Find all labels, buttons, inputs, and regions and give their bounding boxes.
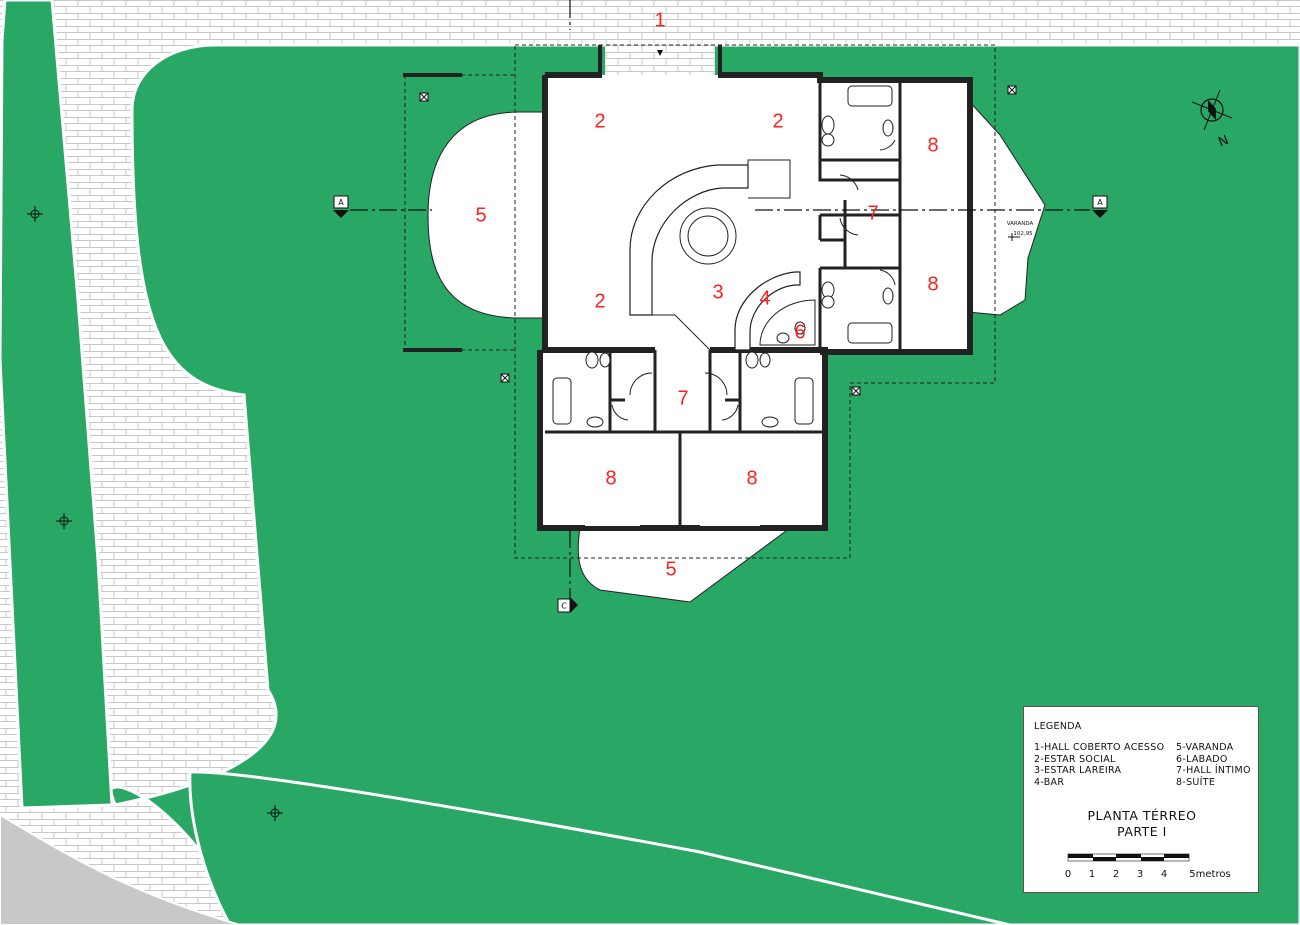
varanda-level: 102,95 [1013,231,1033,237]
sink-ne [882,119,894,137]
toilet-ne [821,115,835,135]
bathtub-se [794,377,814,425]
sink-sw [586,416,604,428]
legend-box: LEGENDA 1-HALL COBERTO ACESSO 2-ESTAR SO… [1023,706,1259,893]
legend-left-column: 1-HALL COBERTO ACESSO 2-ESTAR SOCIAL 3-E… [1034,742,1164,788]
plan-subtitle: PARTE I [1117,824,1167,839]
pergola-beams [403,73,462,352]
east-inner-walls [818,80,902,352]
left-lawn-strip [0,0,114,810]
room-estar-social-number: 2 [594,290,605,312]
legend-right-column: 5-VARANDA 6-LABADO 7-HALL ÍNTIMO 8-SUÍTE [1176,742,1251,788]
room-varanda-number: 5 [475,204,486,226]
bar-counter [734,271,801,351]
bidet-sw [599,352,611,368]
legend-item: 2-ESTAR SOCIAL [1034,753,1116,765]
bathtub-e [847,322,893,344]
section-label-a-east: A [1097,198,1103,207]
level-cross-icon [1008,233,1020,241]
bidet-e [821,295,835,309]
fireplace-inner [687,215,729,257]
legend-item: 8-SUÍTE [1176,776,1216,788]
sink-se [761,416,779,428]
door-swings [611,139,896,421]
entrance-columns [598,45,722,78]
sink-lavabo [794,321,806,335]
entrance-paving [605,45,715,75]
scale-label: 4 [1161,869,1167,880]
legend-item: 6-LABADO [1176,753,1228,765]
scale-label: 0 [1065,869,1071,880]
room-estar-social-number: 2 [772,110,783,132]
section-mark-a-east: A [1092,195,1108,218]
fireplace-edge [652,314,711,351]
legend-item: 3-ESTAR LAREIRA [1034,765,1122,776]
scale-bar: 0 1 2 3 4 5metros [1065,853,1231,880]
scale-label: 2 [1113,869,1119,880]
legend-item: 4-BAR [1034,776,1065,788]
toilet-se [745,351,759,369]
curved-bench [629,164,749,316]
bidet-se [759,352,771,368]
outer-walls [537,72,973,531]
room-lavabo-number: 6 [794,321,805,343]
lower-lawn [188,770,1011,925]
room-bar-number: 4 [759,287,770,309]
legend-item: 7-HALL ÍNTIMO [1176,765,1251,776]
roof-outline [514,44,996,559]
legend-item: 5-VARANDA [1176,742,1234,753]
room-varanda-number: 5 [665,558,676,580]
south-inner-walls [545,350,825,528]
section-mark-c: C [557,597,578,613]
room-estar-social-number: 2 [594,110,605,132]
lavabo-outline [759,299,816,346]
bathtub-ne [847,85,893,107]
room-suite-number: 8 [927,134,938,156]
house-south-wing [540,350,825,528]
stair-block [747,159,791,199]
hall-level-mark [657,50,663,56]
tree-crosshair-icon [27,85,1017,821]
pergola-outline [404,74,515,351]
compass-north-icon [1191,89,1233,131]
varanda-south [577,527,792,603]
legend-title: LEGENDA [1034,721,1082,732]
scale-label: 1 [1089,869,1095,880]
window-openings [540,120,966,526]
room-hall-intimo-number: 7 [677,387,688,409]
varanda-west [427,111,546,319]
plan-title: PLANTA TÉRREO [1087,808,1197,823]
house-main-body [545,75,970,352]
section-mark-a-west: A [333,195,349,218]
room-hall-intimo-number: 7 [867,202,878,224]
room-suite-number: 8 [746,467,757,489]
toilet-lavabo [776,332,790,344]
legend-item: 1-HALL COBERTO ACESSO [1034,742,1165,753]
section-label-c: C [561,602,567,611]
sink-e [882,287,894,305]
varanda-east [967,98,1046,316]
bathtub-sw [552,377,572,425]
scale-label: 3 [1137,869,1143,880]
scale-label: 5metros [1189,869,1230,880]
room-estar-lareira-number: 3 [712,281,723,303]
room-suite-number: 8 [927,273,938,295]
room-suite-number: 8 [605,467,616,489]
grey-corner [0,813,241,925]
room-hall-number: 1 [654,9,665,31]
toilet-sw [585,351,599,369]
section-label-a-west: A [338,198,344,207]
bidet-ne [821,133,835,147]
varanda-annotation: VARANDA [1007,221,1034,227]
